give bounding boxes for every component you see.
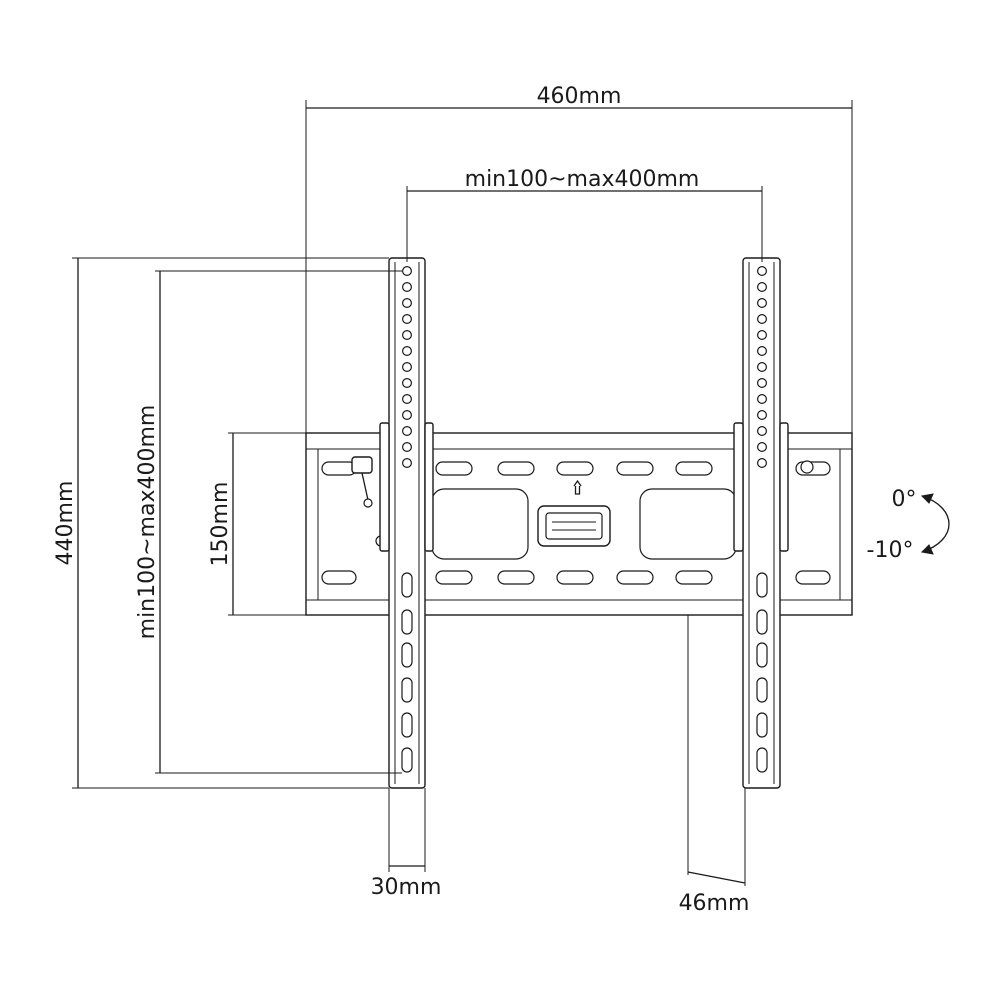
dim-overall-width-label: 460mm (537, 84, 622, 109)
dim-plate-height-label: 150mm (208, 482, 233, 567)
tilt-up-arrow-icon (920, 493, 934, 504)
wall-plate-cutouts (431, 488, 737, 560)
up-arrow-icon (573, 479, 582, 495)
left-arm-slots (401, 572, 413, 773)
dim-vesa-horizontal-label: min100~max400mm (465, 167, 700, 192)
dim-arm-width: 30mm (371, 788, 442, 900)
right-arm (733, 257, 789, 789)
dim-vesa-vertical-label: min100~max400mm (135, 405, 160, 640)
dim-vesa-vertical: min100~max400mm (135, 270, 402, 774)
dim-profile-depth-label: 46mm (679, 891, 750, 916)
dim-overall-width: 460mm (305, 84, 853, 433)
tilt-down-label: -10° (867, 538, 914, 563)
dim-overall-height: 440mm (53, 257, 389, 789)
tilt-down-arrow-icon (920, 544, 934, 555)
dim-overall-height-label: 440mm (53, 481, 78, 566)
dim-arm-width-label: 30mm (371, 875, 442, 900)
tilt-up-label: 0° (892, 487, 917, 512)
dim-plate-height: 150mm (208, 432, 306, 616)
left-arm (379, 257, 434, 789)
center-level (537, 505, 611, 547)
dim-profile-depth: 46mm (679, 615, 750, 916)
tilt-indicator: 0° -10° (867, 487, 950, 563)
left-arm-holes (402, 266, 413, 469)
right-arm-slots (756, 572, 768, 773)
wall-plate-slots-top (321, 461, 831, 476)
dim-vesa-horizontal: min100~max400mm (406, 167, 763, 262)
right-arm-holes (756, 266, 767, 469)
wall-plate-slots-bottom (321, 570, 831, 585)
